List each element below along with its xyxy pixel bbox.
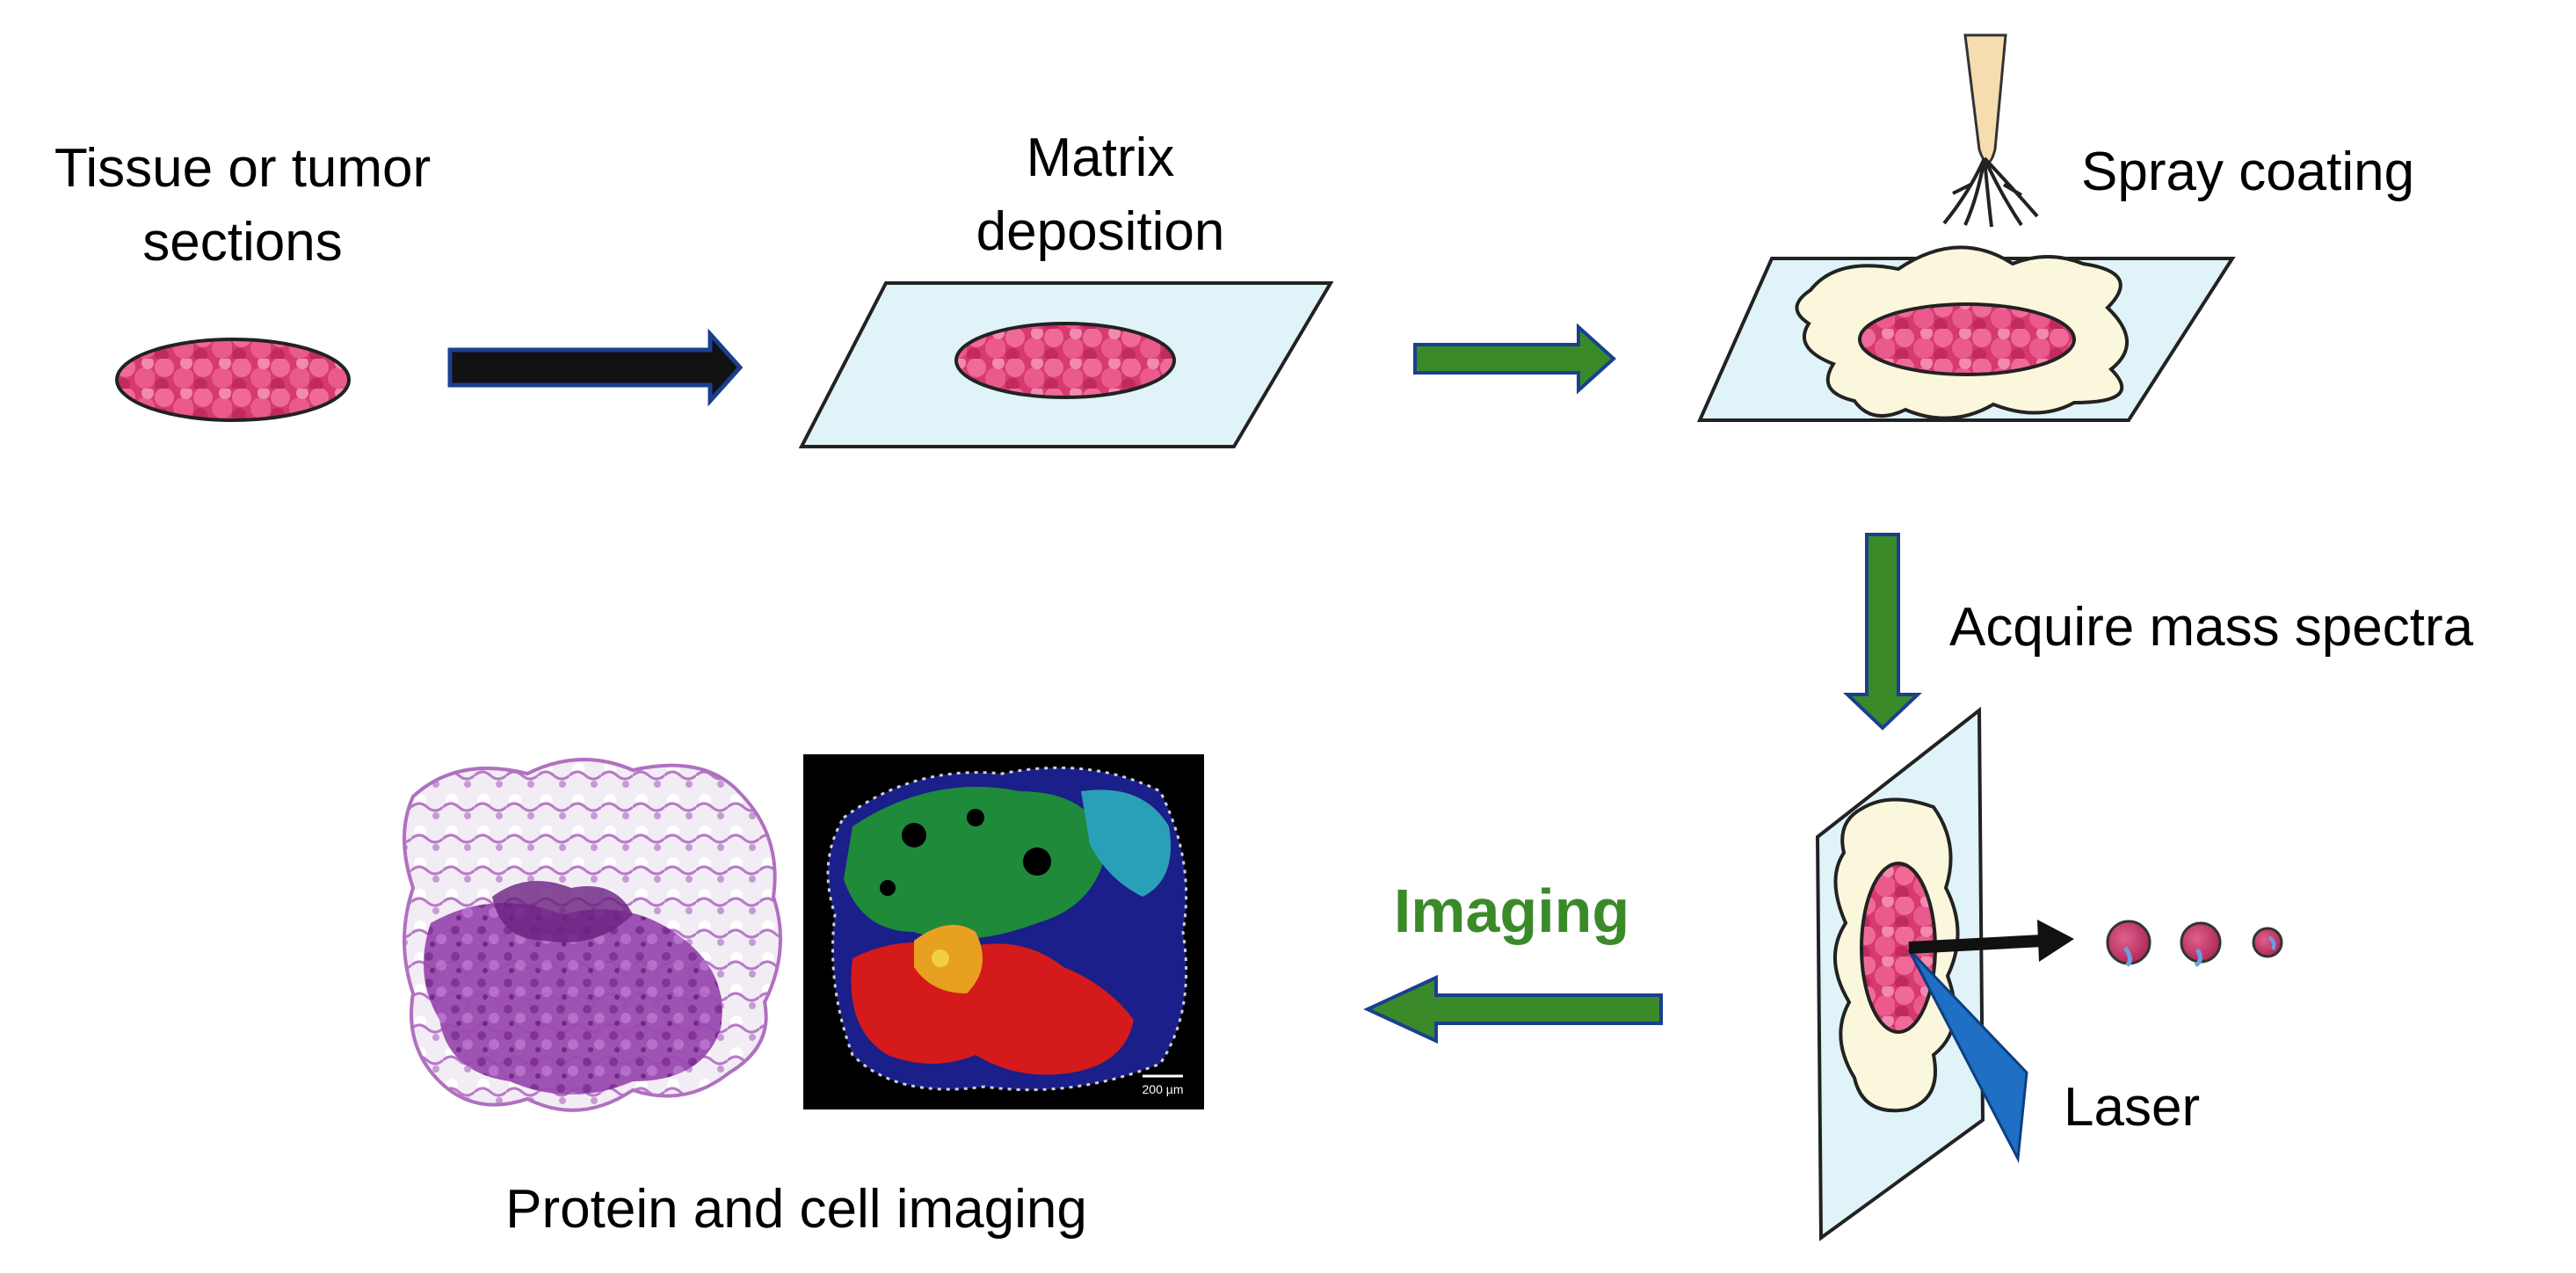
matrix-label-line1: Matrix (1027, 127, 1175, 188)
tissue-on-slide (954, 322, 1176, 399)
spray-lines (1942, 156, 2039, 228)
arrow-3-down (1842, 533, 1923, 731)
maldi-image: 200 µm (803, 754, 1204, 1109)
tissue-section (115, 338, 351, 422)
imaging-label: Imaging (1394, 877, 1629, 945)
ion-arrow (1908, 920, 2074, 962)
arrow-4-left (1363, 974, 1663, 1044)
arrow-1 (447, 328, 744, 407)
laser-beam (1907, 948, 2028, 1164)
tissue-label-line1: Tissue or tumor (54, 138, 431, 199)
acquire-spectra-step: Acquire mass spectra Laser (1815, 597, 2474, 1241)
tissue-coated (1858, 302, 2076, 376)
laser-label: Laser (2064, 1077, 2200, 1138)
spray-label: Spray coating (2081, 142, 2414, 202)
matrix-label-line2: deposition (976, 201, 1225, 262)
spray-nozzle-icon (1963, 33, 2007, 164)
arrow-2 (1413, 323, 1616, 395)
protein-imaging-step: 200 µm Protein and cell imaging (403, 754, 1204, 1240)
protein-label: Protein and cell imaging (505, 1179, 1087, 1240)
tissue-label-line2: sections (142, 212, 342, 273)
ion-droplets (2106, 920, 2283, 968)
spray-coating-step: Spray coating (1696, 33, 2414, 422)
tissue-section-step: Tissue or tumor sections (54, 138, 431, 422)
he-stained-image (403, 758, 782, 1112)
acquire-label: Acquire mass spectra (1949, 597, 2474, 658)
matrix-deposition-step: Matrix deposition (798, 127, 1334, 448)
scale-bar-label: 200 µm (1143, 1082, 1184, 1096)
